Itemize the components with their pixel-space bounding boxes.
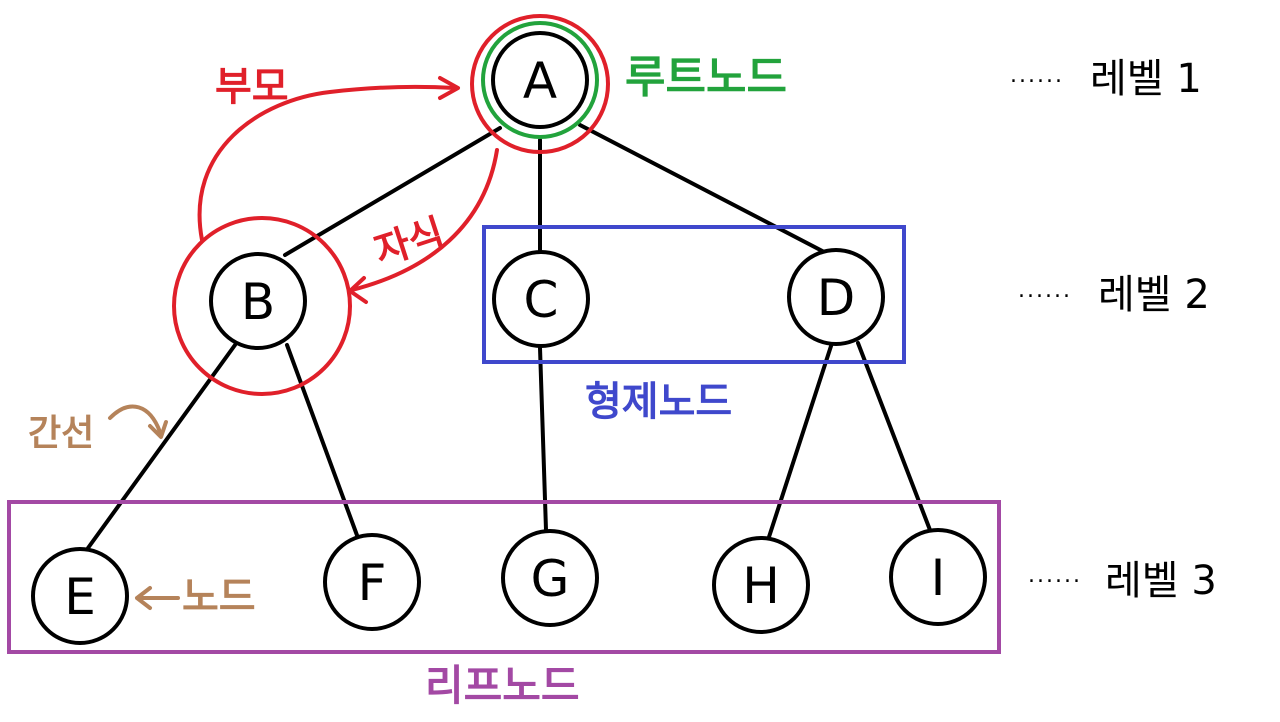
node-g-circle xyxy=(501,529,599,627)
child-arrow xyxy=(350,148,499,292)
root-node-label: 루트노드 xyxy=(625,52,787,103)
edges xyxy=(86,123,932,550)
node-b-label: B xyxy=(241,273,275,331)
parent-arrow xyxy=(197,84,457,242)
edge-pointer-arrow xyxy=(108,404,162,434)
node-e-circle xyxy=(31,547,129,645)
leaf-nodes-label: 리프노드 xyxy=(425,661,580,710)
sibling-nodes-label: 형제노드 xyxy=(585,379,732,425)
leaf-box xyxy=(7,500,1001,654)
edge-a-b xyxy=(283,126,502,257)
node-h-circle xyxy=(712,536,810,634)
sibling-box xyxy=(482,225,906,364)
node-e: E xyxy=(31,547,129,645)
node-b: B xyxy=(209,252,307,350)
edge-label: 간선 xyxy=(28,413,94,454)
edge-d-i xyxy=(856,341,932,532)
node-i-label: I xyxy=(931,549,946,607)
level-3-dots: ...... xyxy=(1028,563,1082,588)
edge-b-e xyxy=(86,343,237,550)
root-highlight-green xyxy=(481,21,599,139)
edge-b-f xyxy=(285,343,360,540)
child-arrow-head xyxy=(348,276,368,304)
node-pointer-arrow xyxy=(135,586,180,610)
node-d-circle xyxy=(787,248,885,346)
node-a-circle xyxy=(491,31,589,129)
parent-arrow-head xyxy=(438,76,460,100)
node-f-label: F xyxy=(358,554,387,612)
edge-pointer-arrow-head xyxy=(148,420,168,439)
root-highlight-red xyxy=(470,14,610,154)
node-e-label: E xyxy=(64,568,96,626)
node-c: C xyxy=(492,250,590,348)
node-c-circle xyxy=(492,250,590,348)
node-b-circle xyxy=(209,252,307,350)
node-g-label: G xyxy=(531,550,570,608)
node-d: D xyxy=(787,248,885,346)
node-a: A xyxy=(491,31,589,129)
node-i-circle xyxy=(889,528,987,626)
node-f-circle xyxy=(323,533,421,631)
level-3-label: 레벨 3 xyxy=(1105,558,1217,604)
node-c-label: C xyxy=(524,271,559,329)
node-d-label: D xyxy=(817,269,856,327)
node-g: G xyxy=(501,529,599,627)
level-1-dots: ...... xyxy=(1010,63,1064,88)
node-label: 노드 xyxy=(182,574,256,620)
node-h: H xyxy=(712,536,810,634)
child-label: 자식 xyxy=(369,210,449,273)
node-i: I xyxy=(889,528,987,626)
level-2-dots: ...... xyxy=(1018,278,1072,303)
edge-c-g xyxy=(538,346,548,532)
parent-label: 부모 xyxy=(215,64,289,110)
node-f: F xyxy=(323,533,421,631)
edge-a-d xyxy=(578,123,832,257)
node-h-label: H xyxy=(742,557,780,615)
level-2-label: 레벨 2 xyxy=(1098,272,1210,318)
edge-d-h xyxy=(766,341,834,542)
node-a-label: A xyxy=(523,52,557,110)
level-1-label: 레벨 1 xyxy=(1090,56,1202,102)
child-highlight-red xyxy=(172,216,352,396)
